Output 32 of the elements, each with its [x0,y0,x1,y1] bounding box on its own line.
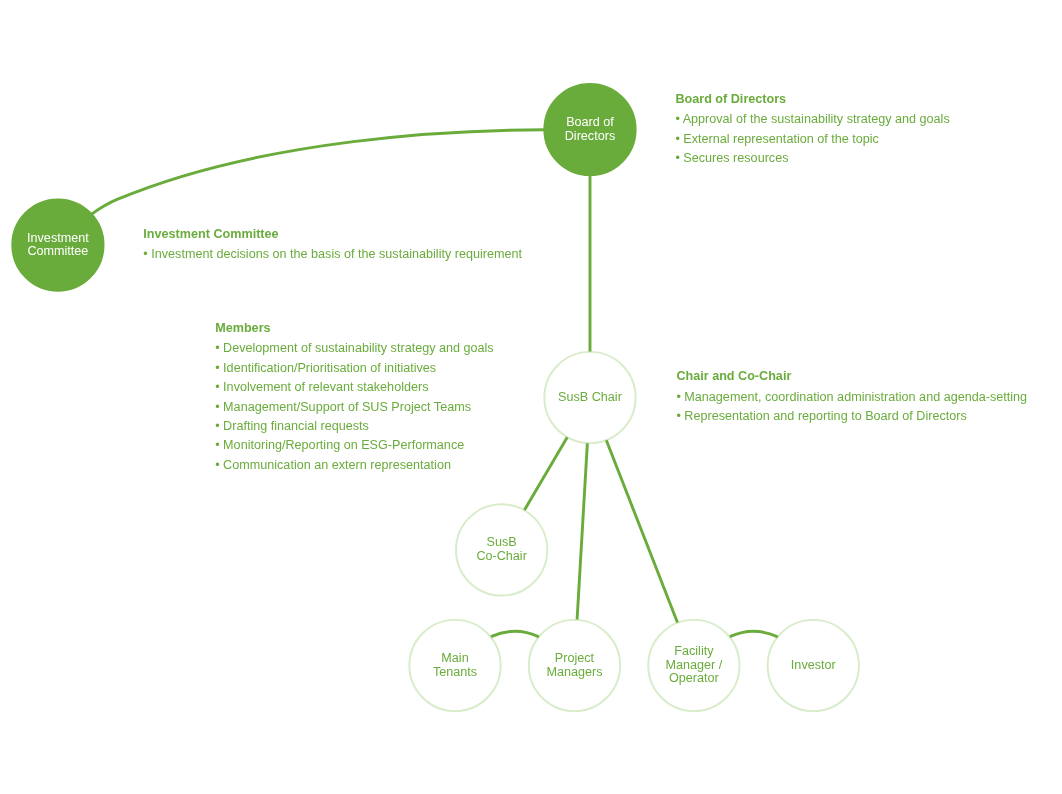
connector [575,442,589,620]
node-label: Chair and Co-Chair [676,368,792,383]
label: • Development of sustainability strategy and goals [215,340,494,355]
node-label: Investment Committee [143,226,279,241]
connector [523,436,569,511]
node-circle: Facility Manager / Operator [647,618,741,712]
label: • Monitoring/Reporting on ESG-Performance [215,437,465,452]
node-label: Board of Directors [675,91,787,106]
label: Members [215,320,271,335]
connector [490,629,540,638]
node-label: • Approval of the sustainability strategy and goals [675,111,950,126]
label: • Communication an extern representation [215,457,451,472]
node-label: • External representation of the topic [675,131,879,146]
node-circle: SusB Chair [543,350,637,444]
node-label: • Representation and reporting to Board of Directors [676,408,967,423]
node-circle: SusB Co-Chair [455,502,549,597]
label: • Involvement of relevant stakeholders [215,379,429,394]
connector [588,174,592,351]
label: • Identification/Prioritisation of initiatives [215,360,437,375]
label: • Management/Support of SUS Project Teams [215,399,471,414]
node-circle: Board of Directors [543,82,637,176]
node-circle: Investment Committee [11,197,105,292]
connector [605,439,679,623]
connector [729,629,779,638]
node-circle: Main Tenants [408,618,502,712]
node-label: • Investment decisions on the basis of the sustainability requirement [143,246,523,261]
node-circle: Project Managers [527,618,622,712]
node-circle: Investor [766,618,860,712]
connector [90,127,545,215]
node-label: • Management, coordination administration and agenda-setting [676,389,1028,404]
label: • Drafting financial requests [215,418,369,433]
node-label: • Secures resources [675,150,789,165]
